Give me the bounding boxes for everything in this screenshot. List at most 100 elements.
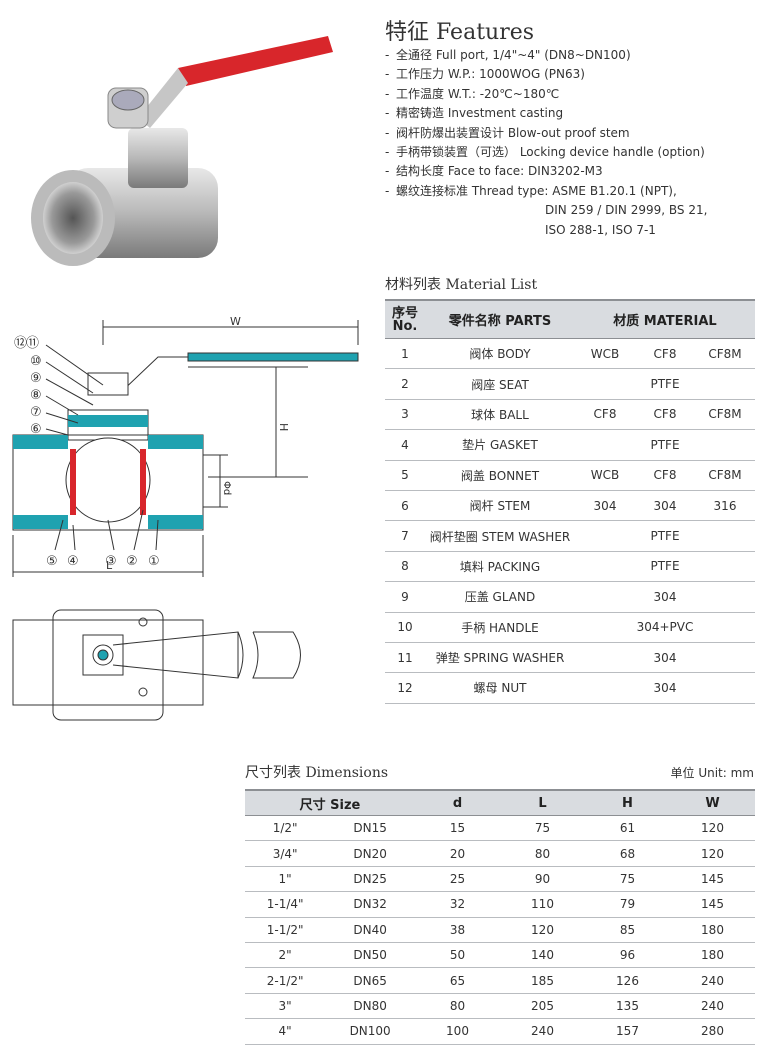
cell-part: 垫片 GASKET [425, 429, 575, 461]
cell-w: 240 [670, 993, 755, 1020]
cell-w: 180 [670, 917, 755, 943]
cell-inch: 1-1/2" [245, 917, 326, 943]
cell-material-1: CF8 [575, 399, 635, 431]
cell-material-3: CF8M [695, 338, 755, 370]
cell-no: 1 [385, 338, 425, 370]
cell-l: 110 [500, 891, 585, 918]
cell-d: 20 [415, 840, 500, 867]
callout-2: ② [126, 554, 138, 569]
cell-part: 手柄 HANDLE [425, 612, 575, 643]
cell-inch: 1/2" [245, 815, 326, 842]
l-label: L [106, 559, 113, 572]
callout-7: ⑦ [30, 405, 42, 420]
top-view-drawing [12, 609, 301, 721]
cell-no: 8 [385, 551, 425, 583]
cell-no: 7 [385, 520, 425, 552]
cell-dn: DN40 [325, 917, 415, 943]
header-d: d [415, 789, 500, 816]
cell-material: 304 [575, 672, 755, 704]
cell-part: 螺母 NUT [425, 672, 575, 704]
cell-h: 75 [585, 866, 670, 893]
cell-w: 240 [670, 967, 755, 994]
feature-item-continued: DIN 259 / DIN 2999, BS 21, [545, 203, 708, 218]
callout-3: ③ [105, 554, 117, 569]
cell-d: 38 [415, 917, 500, 943]
header-w: W [670, 789, 755, 816]
cell-dn: DN65 [325, 967, 415, 994]
cell-part: 填料 PACKING [425, 551, 575, 583]
cell-dn: DN100 [325, 1018, 415, 1045]
callout-8: ⑧ [30, 388, 42, 403]
cell-no: 12 [385, 672, 425, 704]
cell-material: PTFE [575, 520, 755, 552]
header-h: H [585, 789, 670, 816]
cell-no: 5 [385, 460, 425, 491]
cell-l: 75 [500, 815, 585, 842]
cell-l: 120 [500, 917, 585, 943]
header-parts: 零件名称 PARTS [425, 299, 575, 339]
cell-material-3: CF8M [695, 399, 755, 431]
cell-part: 弹垫 SPRING WASHER [425, 642, 575, 674]
cell-no: 10 [385, 612, 425, 643]
cell-h: 68 [585, 840, 670, 867]
feature-item: -螺纹连接标准 Thread type: ASME B1.20.1 (NPT), [385, 183, 677, 198]
cell-h: 61 [585, 815, 670, 842]
cell-dn: DN15 [325, 815, 415, 842]
feature-item: -阀杆防爆出装置设计 Blow-out proof stem [385, 125, 630, 140]
material-title: 材料列表 Material List [385, 277, 538, 293]
cell-material-3: 316 [695, 490, 755, 522]
cell-inch: 1" [245, 866, 326, 893]
cell-dn: DN50 [325, 942, 415, 969]
feature-item: -工作压力 W.P.: 1000WOG (PN63) [385, 67, 585, 82]
cell-part: 阀杆垫圈 STEM WASHER [425, 520, 575, 552]
header-material: 材质 MATERIAL [575, 299, 755, 339]
cell-d: 50 [415, 942, 500, 969]
cell-d: 15 [415, 815, 500, 842]
cell-d: 100 [415, 1018, 500, 1045]
cell-part: 压盖 GLAND [425, 581, 575, 613]
callout-4: ④ [67, 554, 79, 569]
cell-material-1: 304 [575, 490, 635, 522]
feature-item: -全通径 Full port, 1/4"~4" (DN8~DN100) [385, 48, 631, 62]
cell-inch: 2" [245, 942, 326, 969]
cell-material: PTFE [575, 368, 755, 400]
valve-photo [31, 36, 333, 266]
cell-inch: 1-1/4" [245, 891, 326, 918]
features-title: 特征 Features [385, 20, 535, 45]
cell-no: 6 [385, 490, 425, 522]
cell-h: 135 [585, 993, 670, 1020]
cell-inch: 3" [245, 993, 326, 1020]
h-label: H [277, 423, 290, 431]
cell-dn: DN80 [325, 993, 415, 1020]
cell-dn: DN20 [325, 840, 415, 867]
cell-material: PTFE [575, 429, 755, 461]
cell-l: 90 [500, 866, 585, 893]
callout-11: ⑪ [26, 336, 39, 351]
cell-material: PTFE [575, 551, 755, 583]
cell-no: 9 [385, 581, 425, 613]
cell-l: 80 [500, 840, 585, 867]
cell-l: 185 [500, 967, 585, 994]
feature-item: -结构长度 Face to face: DIN3202-M3 [385, 164, 603, 179]
cell-d: 32 [415, 891, 500, 918]
cell-h: 96 [585, 942, 670, 969]
cell-inch: 3/4" [245, 840, 326, 867]
cell-h: 79 [585, 891, 670, 918]
cell-material-2: 304 [635, 490, 695, 522]
dimensions-header-row: 尺寸 Size d L H W [245, 789, 755, 816]
cell-l: 240 [500, 1018, 585, 1045]
cell-h: 126 [585, 967, 670, 994]
cell-no: 11 [385, 642, 425, 674]
